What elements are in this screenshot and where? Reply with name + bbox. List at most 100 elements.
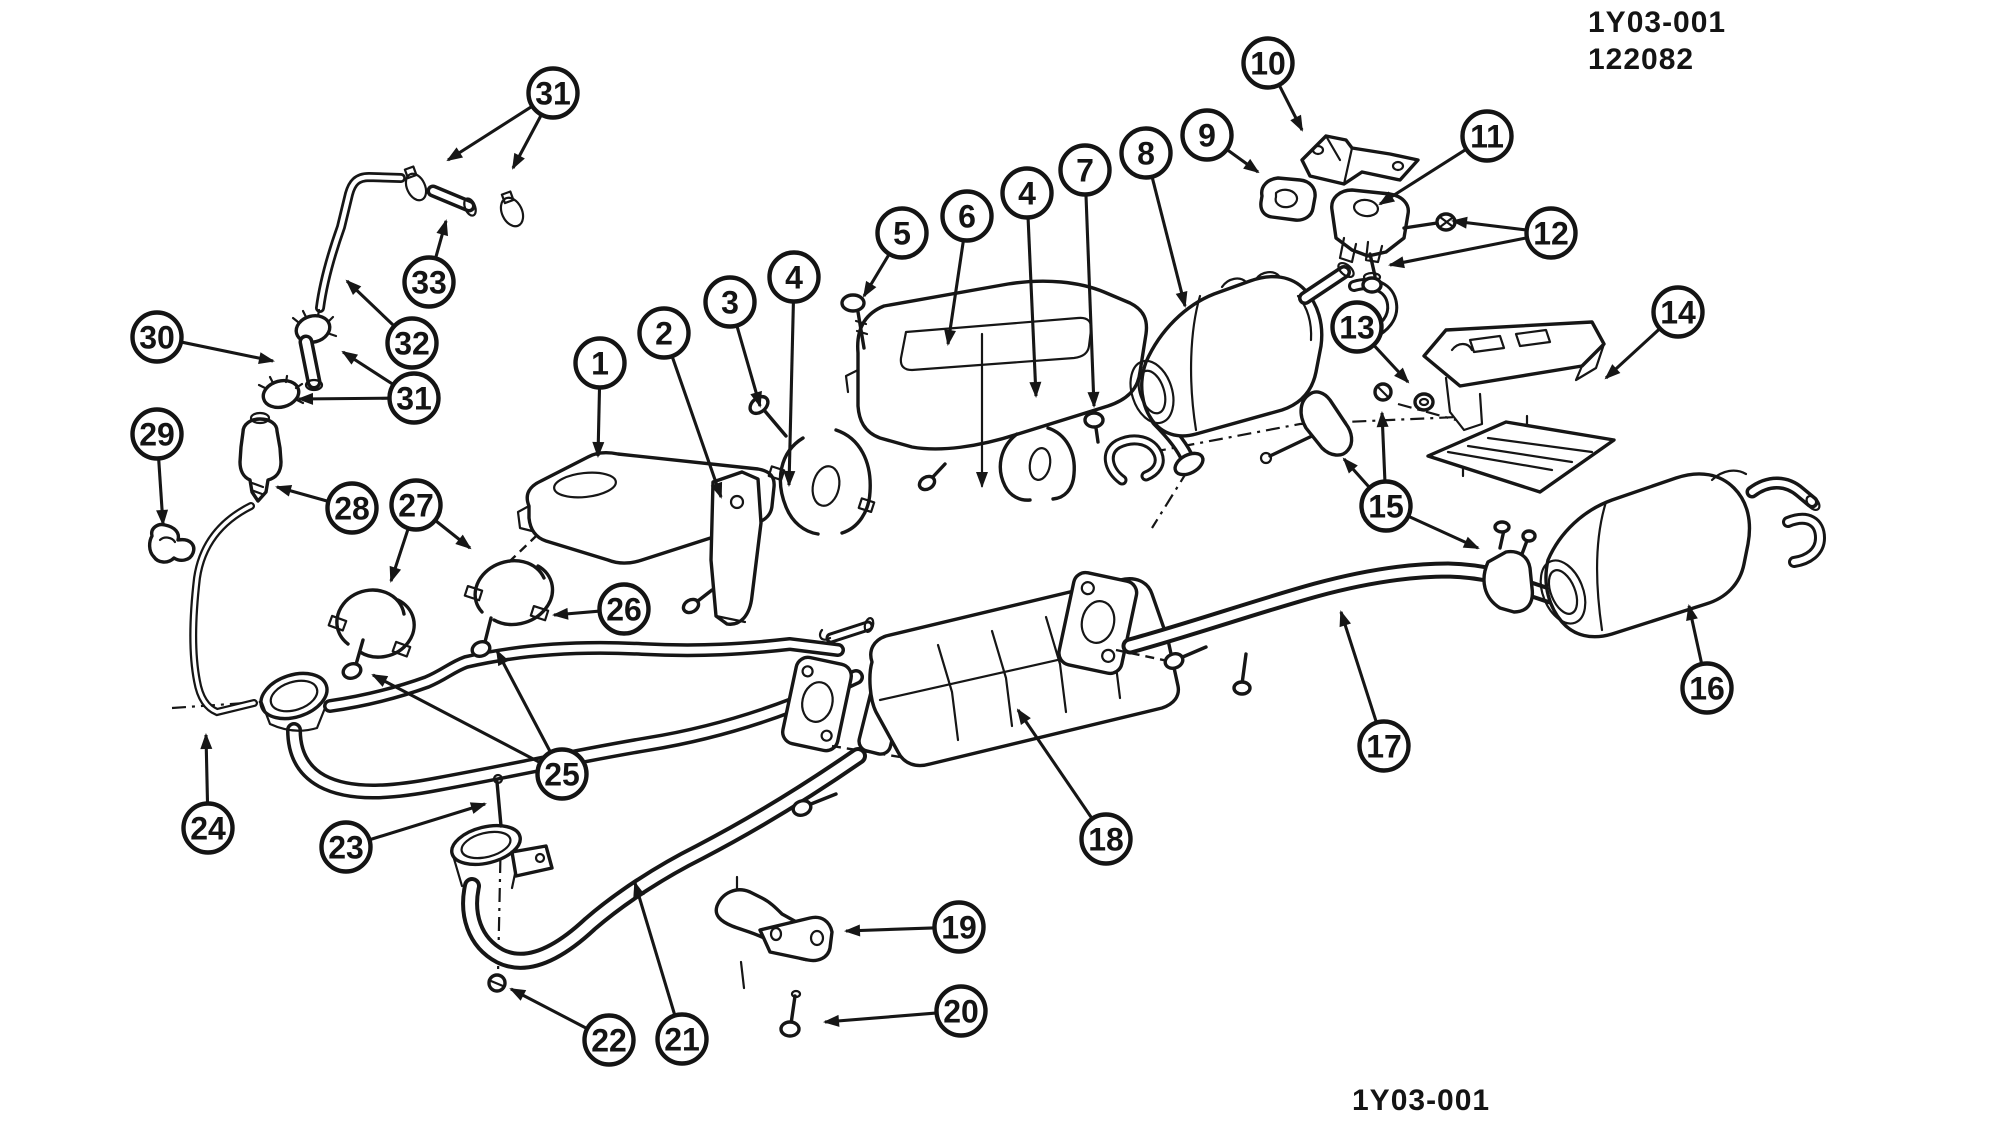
bolt xyxy=(789,994,797,1026)
leader-arrow-15 xyxy=(1376,411,1389,481)
callout-circle-6 xyxy=(940,189,994,243)
centerline-muffler-inlet xyxy=(1151,469,1189,529)
leader-arrow-19 xyxy=(844,924,934,937)
callout-circle-4 xyxy=(767,250,821,304)
callout-number-8: 8 xyxy=(1137,136,1155,172)
muffler-body xyxy=(1140,274,1324,438)
callout-circle-21 xyxy=(655,1012,709,1066)
callout-25-25: 25 xyxy=(371,649,589,801)
hanger-bracket xyxy=(1330,188,1410,258)
diagram-artwork xyxy=(147,134,1827,1038)
callout-18-18: 18 xyxy=(1016,708,1133,866)
callout-number-31: 31 xyxy=(396,381,432,417)
tailpipe-and-right-muffler xyxy=(1121,469,1827,655)
rear-support-assembly xyxy=(1259,320,1616,494)
callout-number-12: 12 xyxy=(1533,216,1569,252)
callout-number-28: 28 xyxy=(334,491,370,527)
callout-circle-25 xyxy=(535,747,589,801)
callout-circle-26 xyxy=(597,582,651,636)
clamp-ring xyxy=(261,378,301,410)
leader-arrow-27 xyxy=(389,528,410,583)
callout-number-11: 11 xyxy=(1470,119,1504,155)
leader-arrow-31 xyxy=(297,392,389,405)
callout-circle-13 xyxy=(1330,300,1384,354)
callout-circle-20 xyxy=(934,984,988,1038)
callout-20-20: 20 xyxy=(823,984,988,1038)
callout-number-3: 3 xyxy=(721,285,739,321)
leader-arrow-24 xyxy=(200,733,213,803)
leader-arrow-12 xyxy=(1388,236,1527,269)
bolt xyxy=(1240,652,1248,686)
leader-arrow-22 xyxy=(509,987,588,1030)
callout-circle-17 xyxy=(1357,719,1411,773)
converter-outlet-flange xyxy=(1057,570,1139,676)
callout-number-24: 24 xyxy=(190,811,226,847)
callout-circle-1 xyxy=(573,336,627,390)
leader-arrow-7 xyxy=(1084,195,1100,408)
converter-heat-shield xyxy=(840,279,1149,488)
callout-number-6: 6 xyxy=(958,199,976,235)
callout-27-27: 27 xyxy=(389,478,472,583)
callout-number-20: 20 xyxy=(943,994,979,1030)
bolt xyxy=(840,293,866,313)
callout-circle-4 xyxy=(1000,166,1054,220)
callout-number-21: 21 xyxy=(664,1022,700,1058)
callout-circle-31 xyxy=(387,371,441,425)
footer-code: 1Y03-001 xyxy=(1352,1084,1491,1117)
leader-arrow-4 xyxy=(783,302,796,487)
plate-code-footer: 1Y03-001 xyxy=(1352,1082,1490,1119)
callout-circle-30 xyxy=(130,310,184,364)
callout-2-1: 2 xyxy=(637,306,723,499)
callout-circle-2 xyxy=(637,306,691,360)
callout-10-10: 10 xyxy=(1241,36,1304,132)
leader-arrow-31 xyxy=(511,114,543,170)
callout-28-28: 28 xyxy=(275,481,379,535)
callout-number-32: 32 xyxy=(394,326,430,362)
callout-circle-12 xyxy=(1524,206,1578,260)
callout-3-2: 3 xyxy=(703,275,762,408)
leader-arrow-11 xyxy=(1378,148,1467,206)
callout-number-9: 9 xyxy=(1198,118,1216,154)
callout-circle-10 xyxy=(1241,36,1295,90)
callout-circle-15 xyxy=(1359,479,1413,533)
callout-number-17: 17 xyxy=(1366,729,1402,765)
callout-number-4: 4 xyxy=(1018,176,1036,212)
callout-circle-29 xyxy=(130,407,184,461)
callout-number-33: 33 xyxy=(411,265,447,301)
callout-4-3: 4 xyxy=(767,250,821,487)
callout-15-15: 15 xyxy=(1342,411,1480,550)
leader-arrow-17 xyxy=(1339,610,1378,723)
callout-32-33: 32 xyxy=(345,279,439,370)
callout-circle-33 xyxy=(402,255,456,309)
callout-circle-18 xyxy=(1079,812,1133,866)
hose-clamp-icon xyxy=(404,172,428,202)
leader-arrow-9 xyxy=(1226,148,1260,174)
callout-22-22: 22 xyxy=(509,987,636,1067)
callout-number-31: 31 xyxy=(535,76,571,112)
pipe-inlet-cup xyxy=(259,671,329,721)
leader-arrow-10 xyxy=(1278,84,1304,132)
leader-arrow-29 xyxy=(156,459,169,526)
front-exhaust-pipes xyxy=(259,636,867,993)
leader-arrow-15 xyxy=(1342,457,1371,489)
callout-11-11: 11 xyxy=(1378,109,1514,206)
callout-circle-14 xyxy=(1651,285,1705,339)
callout-6-5: 6 xyxy=(940,189,994,346)
callout-number-26: 26 xyxy=(606,592,642,628)
callout-26-26: 26 xyxy=(552,582,651,636)
callout-number-5: 5 xyxy=(893,216,911,252)
support-bracket xyxy=(709,470,763,626)
leader-arrow-31 xyxy=(341,350,394,386)
leader-arrow-14 xyxy=(1604,328,1661,380)
catalytic-converter-assembly xyxy=(780,570,1252,768)
hanger-bracket xyxy=(1300,134,1420,186)
leader-arrow-5 xyxy=(862,254,891,298)
callout-21-21: 21 xyxy=(633,881,709,1066)
callout-12-12: 12 xyxy=(1388,206,1578,269)
callout-14-14: 14 xyxy=(1604,285,1705,380)
callout-number-16: 16 xyxy=(1689,671,1725,707)
callout-circle-7 xyxy=(1058,143,1112,197)
leader-arrow-16 xyxy=(1686,604,1704,664)
exhaust-insulator xyxy=(1259,176,1317,222)
leader-arrow-30 xyxy=(181,340,275,365)
